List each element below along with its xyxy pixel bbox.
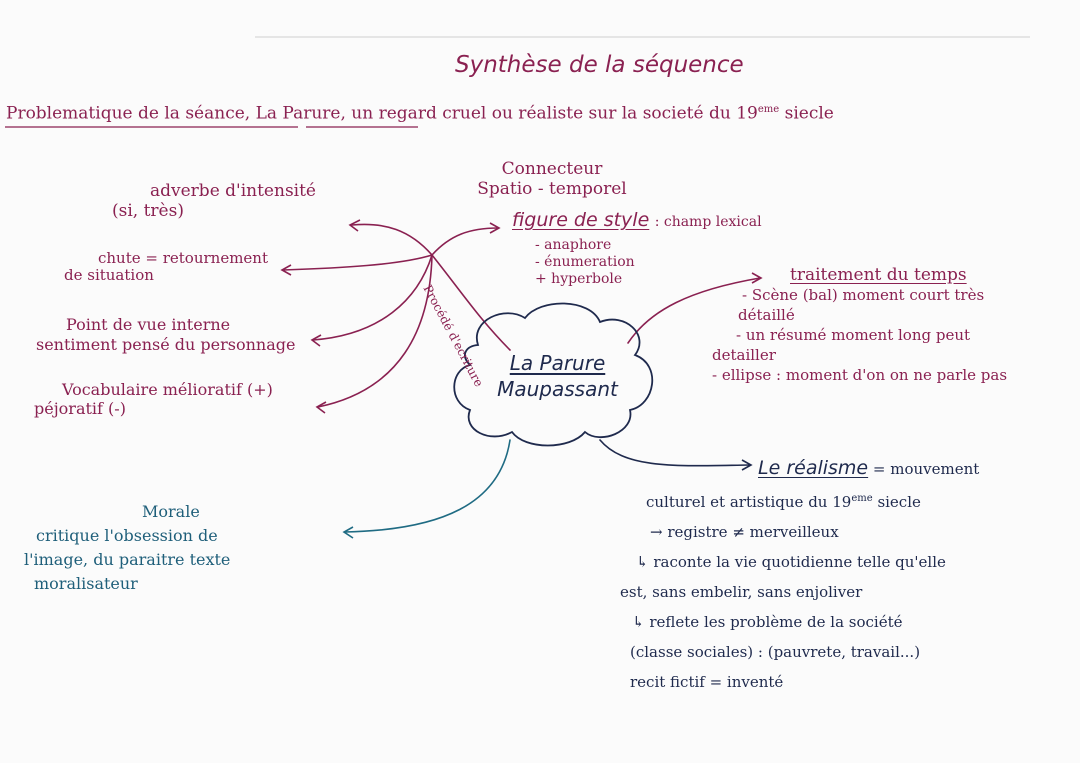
figure-items: - anaphore - énumeration + hyperbole	[535, 237, 635, 288]
realisme-line: (classe sociales) : (pauvrete, travail..…	[630, 643, 921, 661]
branch-adverbe: adverbe d'intensité (si, très)	[112, 181, 316, 221]
figure-item: + hyperbole	[535, 271, 623, 287]
realisme-line-text: culturel et artistique du 19	[646, 493, 852, 511]
connector-chute	[282, 254, 433, 271]
realisme-title: Le réalisme	[758, 457, 869, 479]
connector-point-de-vue	[312, 254, 433, 341]
arrow-head-pdv	[310, 334, 322, 347]
branch-point-de-vue: Point de vue interne sentiment pensé du …	[36, 315, 295, 355]
branch-vocabulaire: Vocabulaire mélioratif (+) péjoratif (-)	[34, 380, 273, 418]
connector-realisme	[599, 439, 751, 467]
morale-line: moralisateur	[34, 574, 138, 593]
realisme-line: culturel et artistique du 19eme siecle	[620, 484, 979, 517]
realisme-line: = mouvement	[872, 460, 980, 478]
branch-vocab-line2: péjoratif (-)	[34, 399, 126, 418]
arrow-head-adverbe	[348, 219, 361, 232]
realisme-block: Le réalisme = mouvement culturel et arti…	[620, 453, 979, 697]
connector-morale	[344, 439, 511, 533]
arrow-head-traitement	[751, 272, 763, 284]
problematique-sup: eme	[757, 104, 780, 115]
problematique-label: Problematique de la séance,	[6, 103, 251, 124]
arrow-head-vocab	[315, 401, 327, 414]
branch-chute: chute = retournement de situation	[64, 250, 268, 284]
figure-de-style: figure de style : champ lexical	[512, 209, 762, 232]
traitement-line: - Scène (bal) moment court très	[742, 286, 985, 304]
problematique-line: Problematique de la séance, La Parure, u…	[6, 104, 834, 124]
connector-vocabulaire	[317, 254, 433, 408]
branch-vocab-line1: Vocabulaire mélioratif (+)	[62, 380, 273, 399]
figure-rest: : champ lexical	[654, 214, 762, 230]
arrow-head-realisme	[741, 459, 753, 471]
realisme-line: recit fictif = inventé	[630, 673, 784, 691]
connecteur-label: Connecteur Spatio - temporel	[452, 159, 652, 199]
realisme-sup: eme	[851, 493, 873, 504]
realisme-head: Le réalisme = mouvement	[620, 453, 979, 484]
realisme-line: ↳ reflete les problème de la société	[632, 613, 903, 631]
arrow-head-chute	[280, 264, 292, 276]
morale-block: Morale critique l'obsession de l'image, …	[24, 500, 230, 596]
branch-pdv-line1: Point de vue interne	[66, 315, 231, 334]
figure-title: figure de style	[512, 209, 650, 231]
realisme-siecle: siecle	[877, 493, 921, 511]
branch-adverbe-line1: adverbe d'intensité	[150, 181, 316, 201]
arrow-head-morale	[342, 526, 354, 539]
connecteur-line1: Connecteur	[501, 159, 603, 179]
connector-procede	[431, 254, 511, 351]
traitement-line: - ellipse : moment d'on on ne parle pas	[712, 366, 1008, 384]
traitement-title: traitement du temps	[790, 265, 967, 285]
center-cloud	[453, 302, 654, 447]
realisme-line: → registre ≠ merveilleux	[650, 523, 839, 541]
connector-figure	[431, 227, 499, 256]
branch-pdv-line2: sentiment pensé du personnage	[36, 335, 296, 354]
arrow-head-figure	[489, 222, 501, 234]
realisme-line: ↳ raconte la vie quotidienne telle qu'el…	[636, 553, 946, 571]
traitement-line: détaillé	[738, 306, 795, 324]
problematique-rest: , un regard cruel ou réaliste sur la soc…	[340, 103, 758, 124]
branch-chute-line2: de situation	[64, 266, 154, 284]
problematique-work: La Parure	[255, 103, 341, 124]
morale-line: l'image, du paraitre texte	[24, 550, 231, 569]
branch-adverbe-line2: (si, très)	[112, 200, 184, 221]
figure-item: - énumeration	[535, 254, 635, 270]
center-node: La Parure Maupassant	[470, 350, 645, 402]
traitement-line: - un résumé moment long peut	[736, 326, 971, 344]
figure-item: - anaphore	[535, 237, 612, 253]
problematique-end: siecle	[784, 103, 834, 124]
connector-adverbe	[351, 223, 433, 256]
morale-line: critique l'obsession de	[36, 526, 218, 545]
morale-title: Morale	[142, 502, 200, 521]
traitement-line: detailler	[712, 346, 776, 364]
branch-chute-line1: chute = retournement	[98, 249, 268, 267]
center-author: Maupassant	[497, 377, 618, 401]
page-title: Synthèse de la séquence	[455, 52, 744, 78]
center-work: La Parure	[509, 351, 606, 375]
realisme-line: est, sans embelir, sans enjoliver	[620, 583, 863, 601]
connecteur-line2: Spatio - temporel	[477, 178, 627, 199]
traitement-du-temps: traitement du temps - Scène (bal) moment…	[712, 265, 1007, 385]
